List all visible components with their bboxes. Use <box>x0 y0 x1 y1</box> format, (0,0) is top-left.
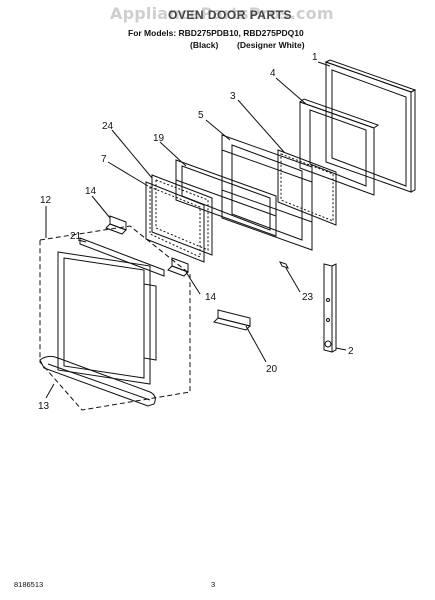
callout-7: 7 <box>101 154 107 165</box>
callout-14-upper: 14 <box>85 186 97 197</box>
part-hinge-bracket-lower <box>167 257 189 277</box>
callout-24: 24 <box>102 121 114 132</box>
part-glass-retainer-frame <box>221 134 313 251</box>
part-outer-door-panel <box>324 59 417 193</box>
variant-black: (Black) <box>190 40 219 50</box>
part-inner-glass-panel <box>277 149 337 226</box>
callout-5: 5 <box>198 110 204 121</box>
callout-1: 1 <box>312 52 318 63</box>
page-title: OVEN DOOR PARTS <box>168 8 292 22</box>
part-glass-24 <box>151 174 213 256</box>
part-hinge-cover <box>213 309 251 331</box>
callout-13: 13 <box>38 401 50 412</box>
callout-3: 3 <box>230 91 236 102</box>
callout-labels: 1 2 3 4 5 7 12 13 14 14 19 20 21 23 24 <box>38 52 354 412</box>
callout-23: 23 <box>302 292 314 303</box>
part-clip <box>279 261 289 269</box>
part-bottom-trim <box>39 355 156 407</box>
callout-19: 19 <box>153 133 165 144</box>
part-door-frame <box>298 98 380 196</box>
part-hinge-bracket-upper <box>105 215 127 235</box>
part-glass-7 <box>145 181 205 263</box>
document-number: 8186513 <box>14 580 44 589</box>
callout-14-lower: 14 <box>205 292 217 303</box>
callout-2: 2 <box>348 346 354 357</box>
variant-designer-white: (Designer White) <box>237 40 305 50</box>
callout-20: 20 <box>266 364 278 375</box>
callout-4: 4 <box>270 68 276 79</box>
callout-21: 21 <box>70 231 82 242</box>
part-side-rail <box>323 263 337 353</box>
model-numbers: For Models: RBD275PDB10, RBD275PDQ10 <box>128 28 304 38</box>
watermark: AppliancePartsPros.com <box>110 4 334 23</box>
part-inner-door-assembly <box>39 225 191 411</box>
leader-lines <box>45 61 347 399</box>
callout-12: 12 <box>40 195 52 206</box>
part-top-trim <box>79 237 165 277</box>
page-number: 3 <box>211 580 216 589</box>
